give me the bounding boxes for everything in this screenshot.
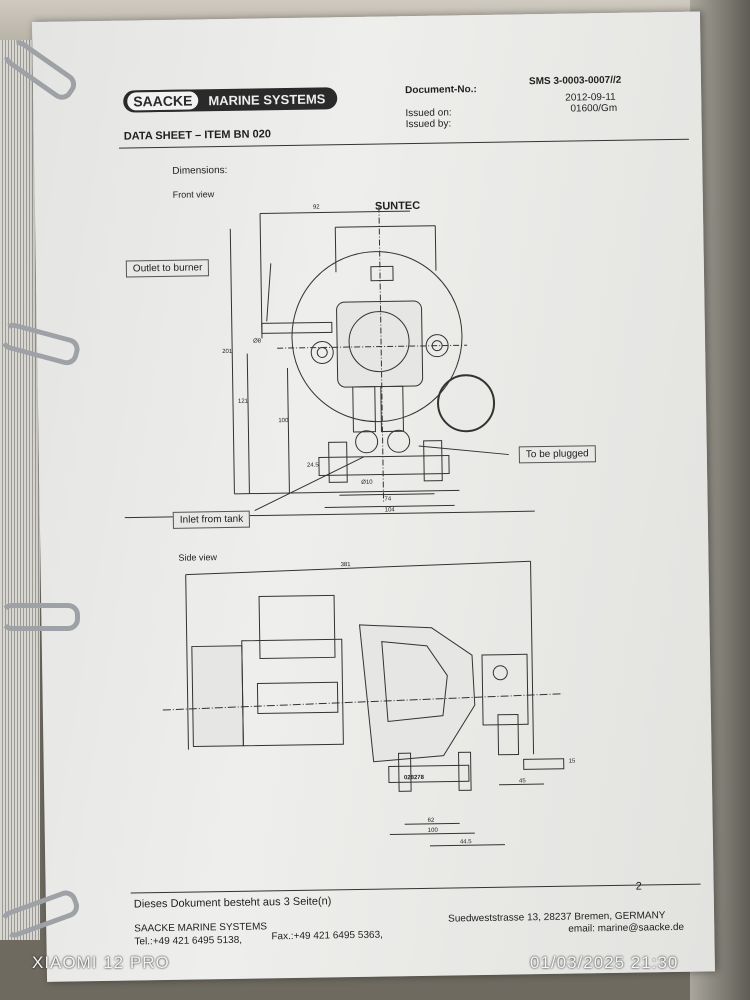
side-plate-number: 028278 bbox=[404, 775, 425, 781]
dim-92: 92 bbox=[312, 204, 320, 211]
footer-tel: Tel.:+49 421 6495 5138, bbox=[134, 934, 243, 948]
dim-121: 121 bbox=[237, 398, 249, 405]
footer-fax: Fax.:+49 421 6495 5363, bbox=[271, 929, 383, 943]
callout-inlet-from-tank: Inlet from tank bbox=[172, 510, 251, 529]
dim-62: 62 bbox=[427, 817, 435, 824]
dim-15: 15 bbox=[568, 758, 576, 765]
dim-381: 381 bbox=[340, 562, 351, 569]
dim-24-5: 24.5 bbox=[306, 462, 319, 469]
dim-201: 201 bbox=[222, 348, 233, 356]
dim-side-100: 100 bbox=[427, 827, 438, 834]
footer-email: email: marine@saacke.de bbox=[568, 921, 685, 935]
front-view-drawing bbox=[124, 206, 535, 519]
dim-74: 74 bbox=[384, 496, 392, 503]
callout-outlet-to-burner: Outlet to burner bbox=[125, 259, 210, 278]
front-view-dimensions: SUNTEC bbox=[375, 200, 420, 213]
technical-drawings: SUNTEC 028278 bbox=[124, 200, 565, 847]
document-page: SAACKE MARINE SYSTEMS DATA SHEET – ITEM … bbox=[32, 11, 715, 982]
side-view-label: Side view bbox=[178, 552, 218, 563]
suntec-brand: SUNTEC bbox=[375, 200, 420, 213]
camera-model-watermark: XIAOMI 12 PRO bbox=[32, 953, 170, 972]
dim-100: 100 bbox=[278, 418, 289, 425]
page-number: 2 bbox=[635, 880, 642, 893]
camera-timestamp-watermark: 01/03/2025 21:30 bbox=[530, 953, 679, 972]
dim-d8: Ø8 bbox=[252, 338, 262, 345]
dim-104: 104 bbox=[384, 507, 395, 514]
dim-45: 45 bbox=[518, 778, 526, 785]
dim-d10: Ø10 bbox=[361, 479, 373, 486]
binder-ring bbox=[0, 603, 80, 631]
side-view-drawing bbox=[162, 560, 565, 847]
binder-page-stack bbox=[0, 40, 40, 940]
footer-company: SAACKE MARINE SYSTEMS bbox=[134, 921, 268, 935]
callout-to-be-plugged: To be plugged bbox=[518, 445, 596, 464]
dim-44-5: 44.5 bbox=[459, 839, 472, 846]
